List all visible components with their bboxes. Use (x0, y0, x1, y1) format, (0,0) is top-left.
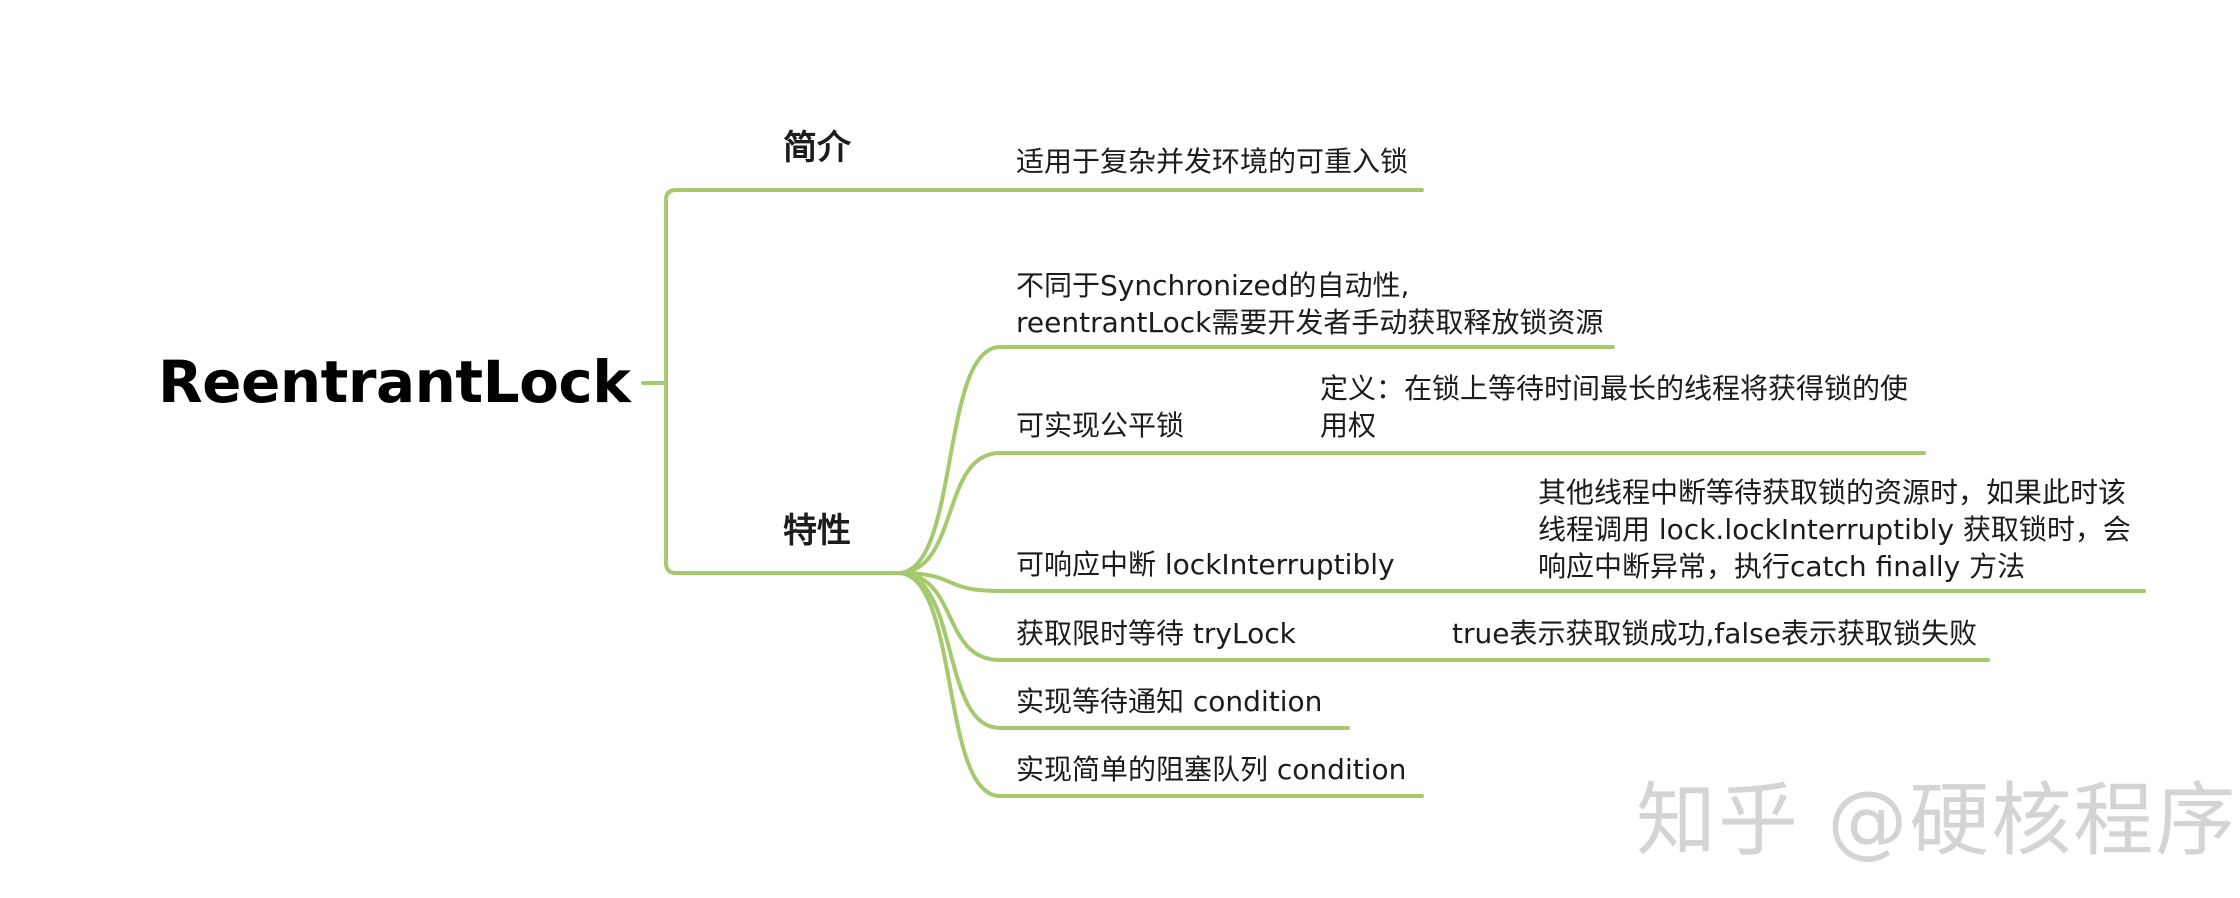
feature-item-2-detail-line-1: 定义：在锁上等待时间最长的线程将获得锁的使 (1320, 372, 1909, 405)
branch-features-label: 特性 (783, 511, 851, 551)
feature-item-4-label: 获取限时等待 tryLock (1016, 617, 1296, 650)
feature-item-4-detail: true表示获取锁成功,false表示获取锁失败 (1452, 617, 1977, 650)
feature-item-1-line-1: 不同于Synchronized的自动性, (1016, 269, 1410, 302)
feature-item-1-line-2: reentrantLock需要开发者手动获取释放锁资源 (1016, 306, 1604, 339)
feature-item-3-label: 可响应中断 lockInterruptibly (1016, 548, 1395, 581)
feature-item-3-detail: 其他线程中断等待获取锁的资源时，如果此时该 线程调用 lock.lockInte… (1538, 474, 2131, 585)
feature-item-1: 不同于Synchronized的自动性, reentrantLock需要开发者手… (1016, 267, 1603, 341)
watermark: 知乎 @硬核程序员 (1636, 774, 2240, 867)
feature-item-3-detail-line-2: 线程调用 lock.lockInterruptibly 获取锁时，会 (1538, 513, 2131, 546)
feature-item-6-label: 实现简单的阻塞队列 condition (1016, 753, 1407, 786)
edge-feature-2 (896, 451, 1926, 575)
trunk-to-intro (664, 188, 1424, 385)
feature-item-2-detail: 定义：在锁上等待时间最长的线程将获得锁的使 用权 (1320, 370, 1908, 444)
edge-feature-4 (896, 571, 1990, 662)
feature-item-2-detail-line-2: 用权 (1320, 409, 1377, 442)
edge-feature-3 (896, 571, 2146, 593)
feature-item-5-label: 实现等待通知 condition (1016, 685, 1323, 718)
edge-feature-5 (896, 571, 1350, 730)
intro-item: 适用于复杂并发环境的可重入锁 (1016, 145, 1409, 178)
trunk-to-features (664, 381, 900, 575)
root-node: ReentrantLock (158, 348, 631, 416)
feature-item-3-detail-line-1: 其他线程中断等待获取锁的资源时，如果此时该 (1538, 476, 2127, 509)
feature-item-2-label: 可实现公平锁 (1016, 409, 1185, 442)
feature-item-3-detail-line-3: 响应中断异常，执行catch finally 方法 (1538, 550, 2026, 583)
edge-feature-6 (896, 571, 1424, 798)
edge-feature-1 (896, 345, 1615, 575)
branch-intro-label: 简介 (783, 128, 851, 168)
